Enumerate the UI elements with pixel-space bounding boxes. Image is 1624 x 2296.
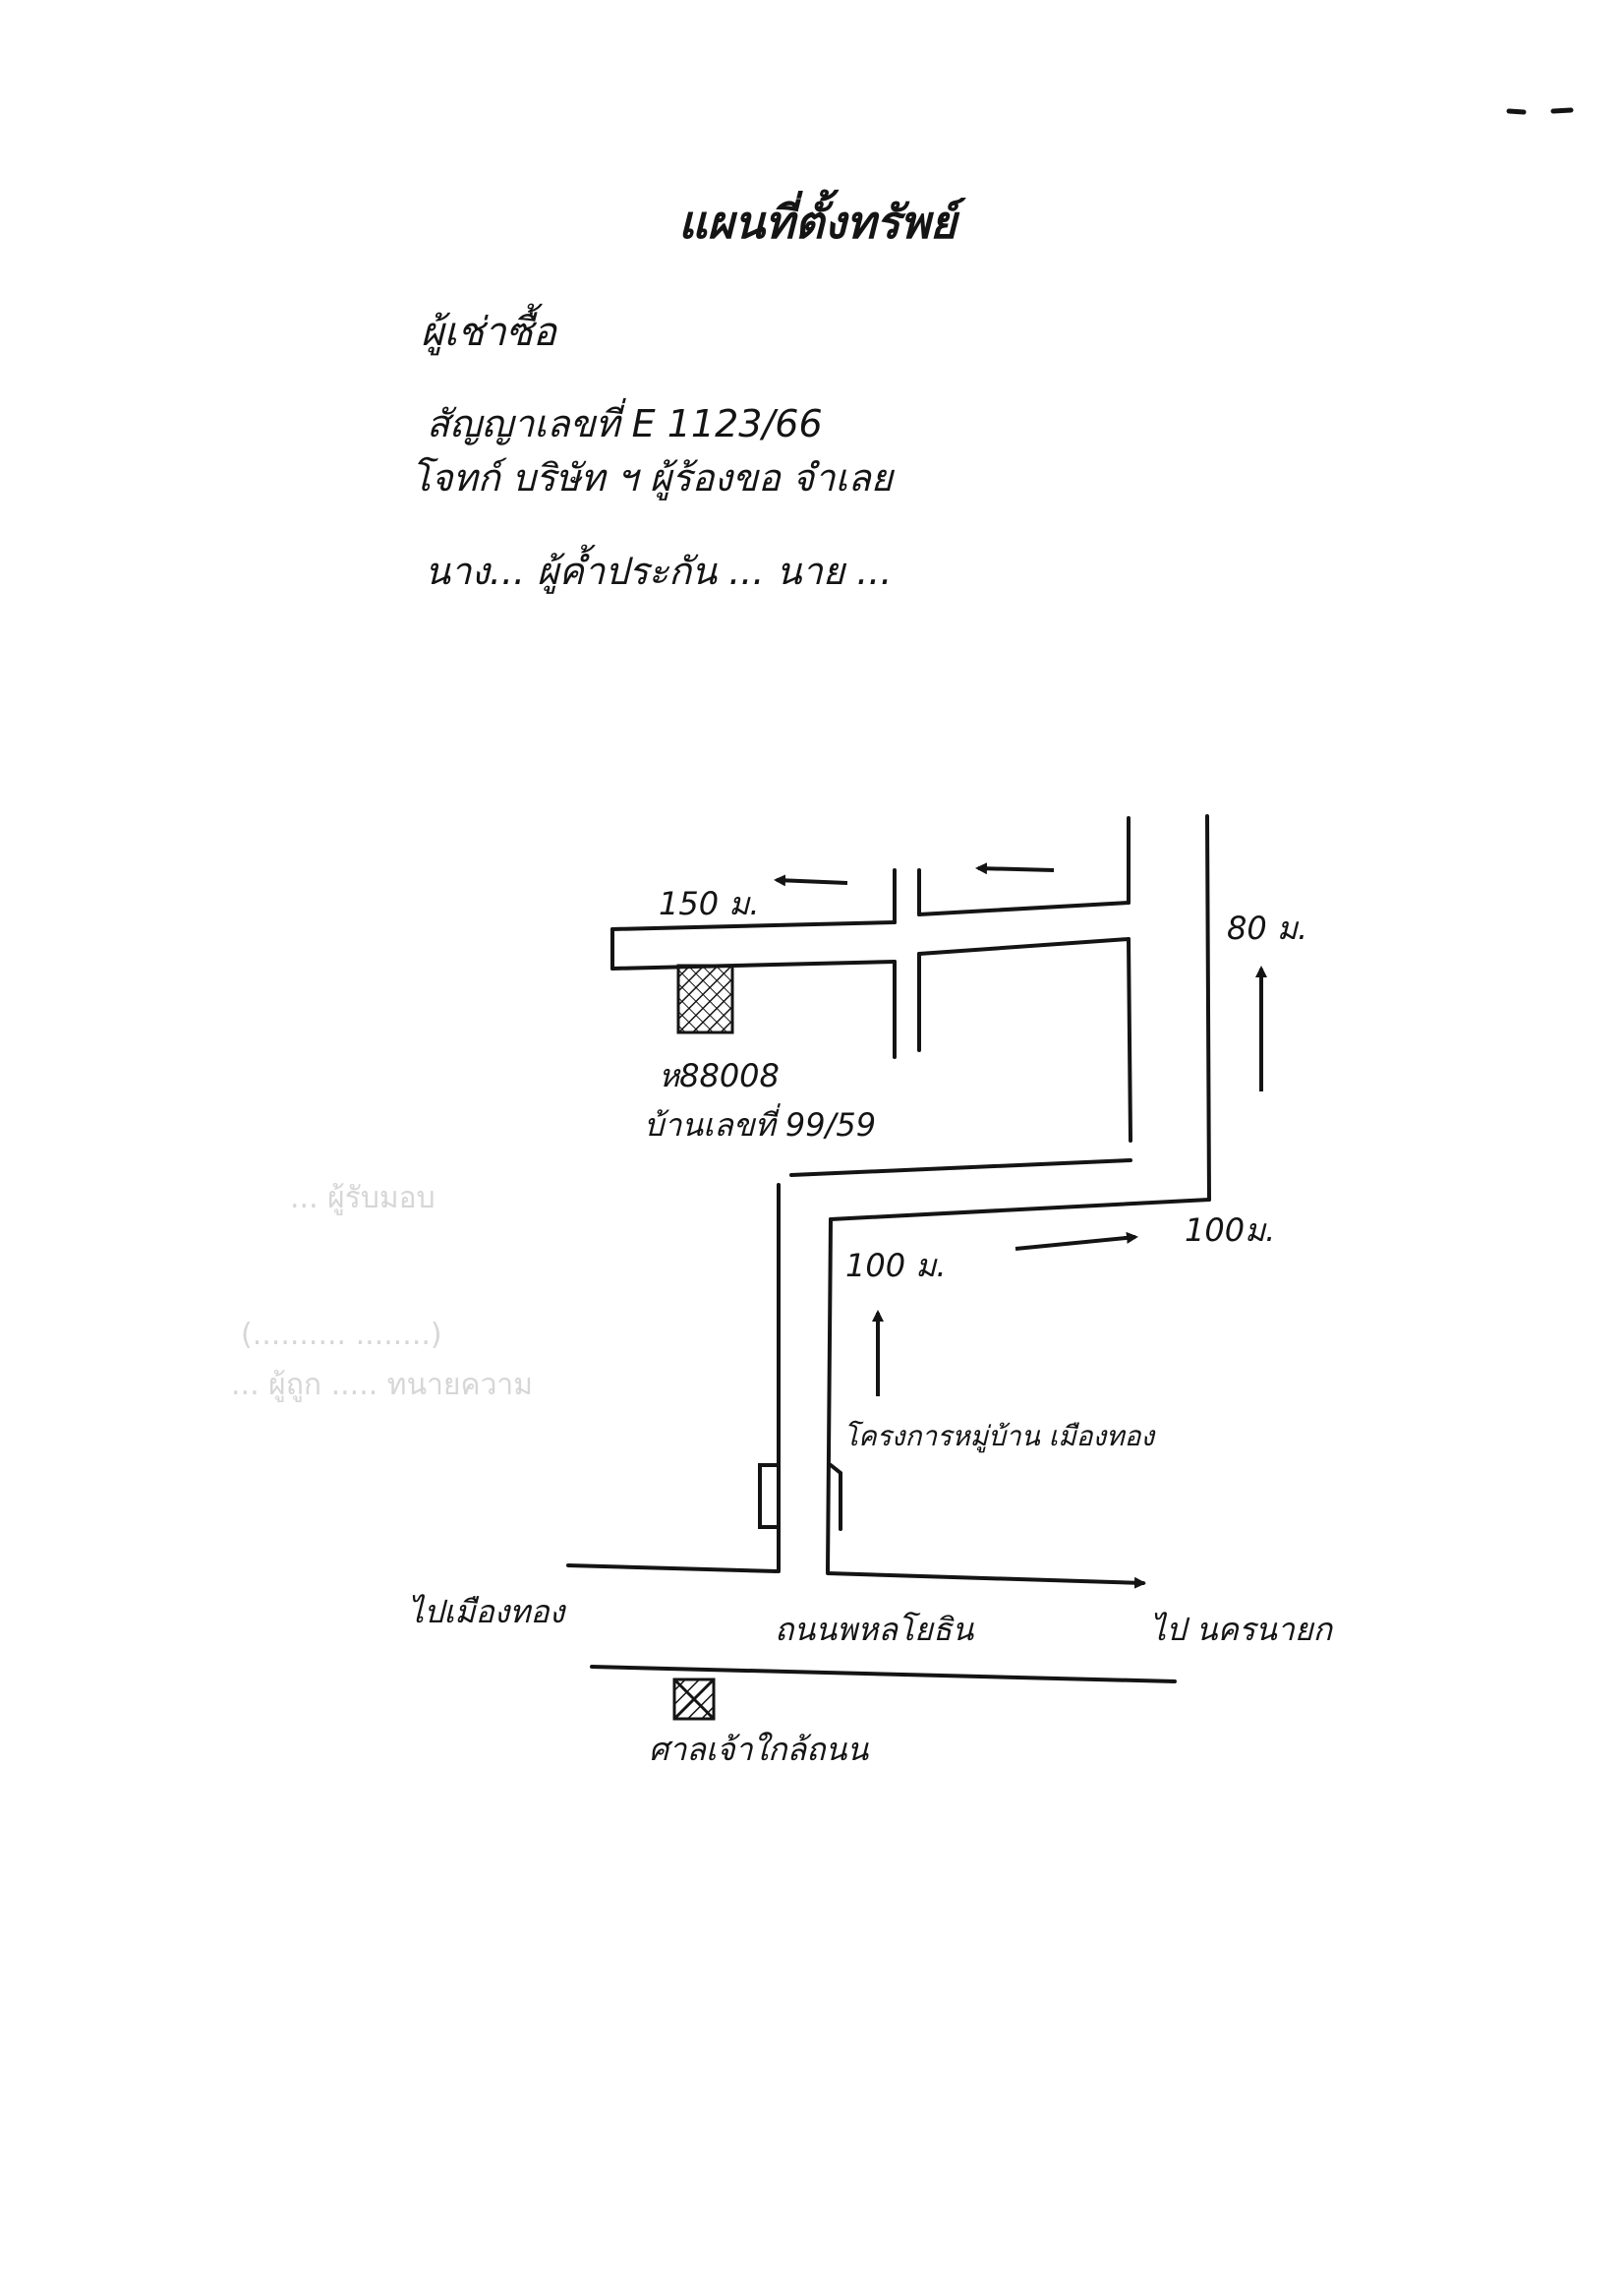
label-house-number: บ้านเลขที่ 99/59 [644,1103,876,1144]
highway-lower [590,1665,1177,1683]
document-heading: ผู้เช่าซื้อ [421,310,556,355]
label-from-left: ไปเมืองทอง [408,1593,567,1630]
label-house-code: ห88008 [659,1057,780,1094]
label-80m: 80 ม. [1227,910,1307,947]
right-road-inner-bottom [1127,937,1132,1143]
direction-arrows [774,862,1267,1396]
gate-box [758,1463,779,1529]
label-road-name: ถนนพหลโยธิน [775,1611,974,1648]
top-road-lower-right [917,937,1131,956]
label-village: โครงการหมู่บ้าน เมืองทอง [843,1420,1156,1453]
top-road-upper-right [917,901,1131,916]
label-to-right: ไป นครนายก [1150,1611,1334,1648]
parties-line: โจทก์ บริษัท ฯ ผู้ร้องขอ จำเลย [411,456,894,500]
arrow-left-150 [774,874,848,887]
label-150m: 150 ม. [659,885,760,922]
arrow-right-100 [1015,1231,1138,1251]
contract-line: สัญญาเลขที่ E 1123/66 [427,402,823,445]
faint-note-2: (.......... ........) [241,1318,442,1352]
top-road-upper-left [610,920,897,931]
document-title: แผนที่ตั้งทรัพย์ [678,196,957,249]
faint-note-1: ... ผู้รับมอบ [290,1181,435,1215]
middle-road-upper [789,1158,1132,1177]
highway-upper-right [826,1571,1146,1589]
top-road-lower-left [610,960,897,971]
shrine-cross [672,1678,716,1721]
label-landmark: ศาลเจ้าใกล้ถนน [649,1731,869,1768]
persons-line: นาง... ผู้ค้ำประกัน ... นาย ... [425,550,893,593]
road-lines [566,814,1211,1683]
gate-post [829,1463,842,1531]
property-plot-crosshatch [678,966,732,1032]
label-100m-right: 100ม. [1185,1211,1275,1249]
scan-marks [1506,107,1574,115]
faint-note-3: ... ผู้ถูก ..... ทนายความ [231,1368,534,1402]
middle-road-lower [829,1198,1211,1221]
main-soi-right [826,1217,833,1573]
highway-upper-left [566,1563,779,1573]
arrow-left-top [975,862,1055,875]
right-road-outer [1205,814,1211,1202]
label-100m-left: 100 ม. [845,1247,947,1284]
